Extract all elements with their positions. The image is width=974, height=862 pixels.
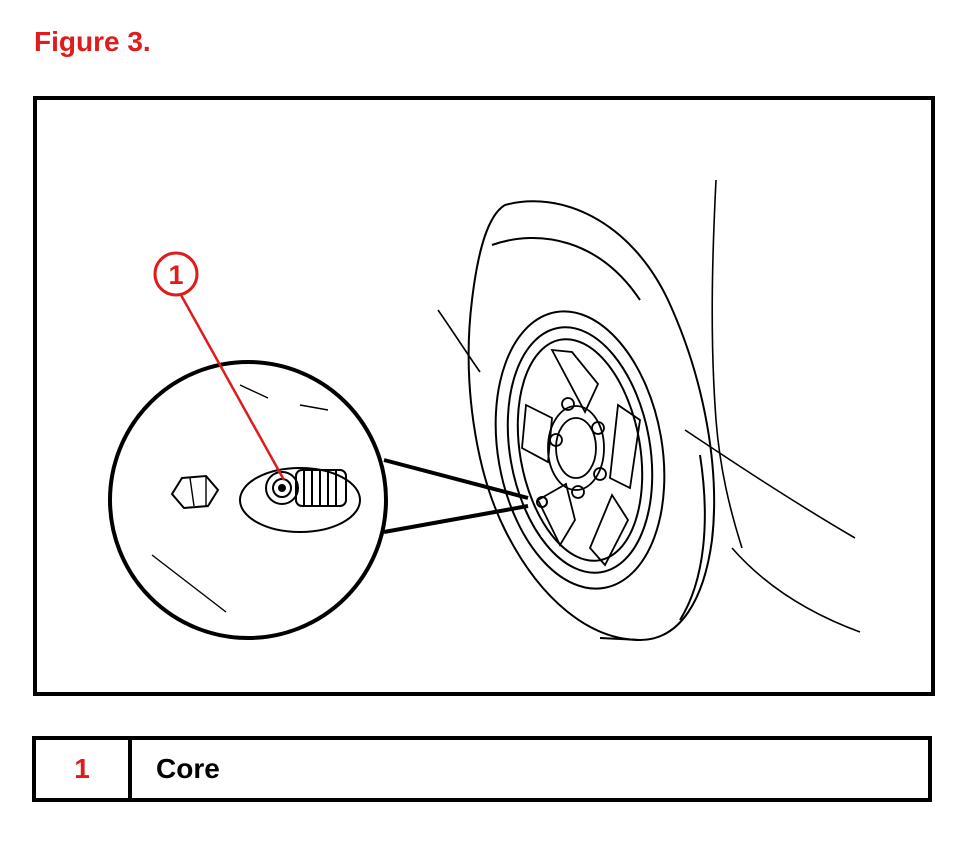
wheel-hub <box>547 397 607 499</box>
car-body-outline <box>437 179 861 633</box>
tire <box>467 200 716 642</box>
figure-frame <box>33 96 935 696</box>
callout-marker <box>153 251 199 297</box>
wheel-rim <box>494 310 666 590</box>
valve-stem-closeup <box>239 467 361 533</box>
magnifier-leader-lines <box>383 458 529 534</box>
figure-title: Figure 3. <box>34 26 151 57</box>
callout-leader <box>174 285 286 481</box>
legend-table: 1 Core <box>32 736 932 802</box>
wheel-spokes <box>521 348 641 567</box>
legend-label: Core <box>156 753 220 784</box>
valve-stem-on-wheel <box>536 496 548 508</box>
legend-number: 1 <box>36 740 132 798</box>
detail-magnifier <box>108 360 388 640</box>
callout-number: 1 <box>168 260 183 290</box>
